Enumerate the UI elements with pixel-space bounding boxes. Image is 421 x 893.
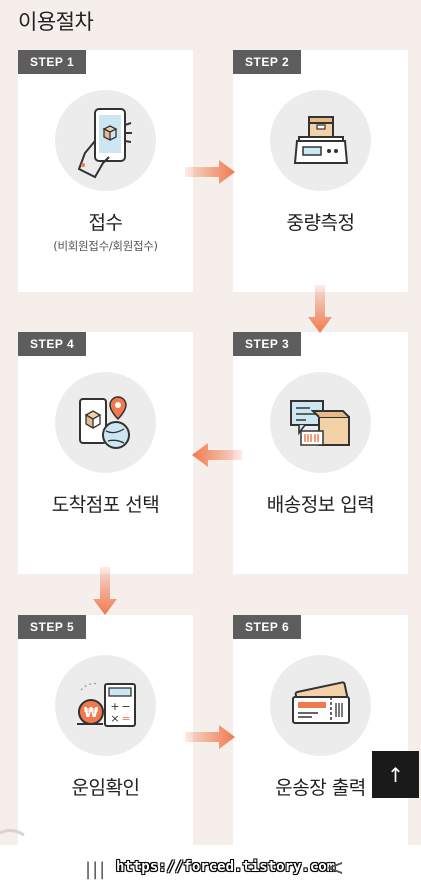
step-title: 운송장 출력 — [275, 777, 366, 799]
step-title: 중량측정 — [286, 212, 355, 234]
step-title: 운임확인 — [71, 777, 140, 799]
step-2-card[interactable]: STEP 2 중량측정 — [233, 50, 408, 292]
waybill-ticket-icon — [270, 655, 371, 756]
arrow-up-icon: ↑ — [387, 762, 404, 787]
scroll-to-top-button[interactable]: ↑ — [372, 751, 419, 798]
step-badge: STEP 2 — [233, 50, 302, 74]
phone-hand-icon — [55, 90, 156, 191]
step-badge: STEP 4 — [18, 332, 87, 356]
step-4-card[interactable]: STEP 4 도착점포 선택 — [18, 332, 193, 574]
svg-text:₩: ₩ — [83, 706, 98, 721]
arrow-down-icon — [93, 567, 117, 615]
svg-text:+: + — [110, 700, 119, 713]
svg-text:−: − — [121, 700, 130, 713]
arrow-left-icon — [192, 443, 242, 467]
step-6-card[interactable]: STEP 6 운송장 출력 — [233, 615, 408, 857]
step-title: 접수 — [88, 212, 123, 234]
fare-calculator-icon: ₩ + − × = — [55, 655, 156, 756]
delivery-info-icon — [270, 372, 371, 473]
arrow-right-icon — [185, 160, 235, 184]
scale-icon — [270, 90, 371, 191]
arrow-down-icon — [308, 285, 332, 333]
step-subtitle: (비회원접수/회원접수) — [53, 239, 158, 253]
step-title: 도착점포 선택 — [51, 494, 160, 516]
step-badge: STEP 5 — [18, 615, 87, 639]
back-button[interactable]: < — [326, 856, 345, 881]
step-5-card[interactable]: STEP 5 ₩ + − × = 운임확인 — [18, 615, 193, 857]
step-3-card[interactable]: STEP 3 배송정보 입력 — [233, 332, 408, 574]
svg-text:×: × — [110, 712, 119, 725]
step-badge: STEP 3 — [233, 332, 302, 356]
bottom-navigation-bar: ||| https://forced.tistory.com < — [0, 845, 421, 893]
step-1-card[interactable]: STEP 1 접수 (비회원접수/회원접수) — [18, 50, 193, 292]
step-badge: STEP 1 — [18, 50, 87, 74]
step-badge: STEP 6 — [233, 615, 302, 639]
watermark: https://forced.tistory.com — [116, 859, 336, 875]
arrow-right-icon — [185, 725, 235, 749]
svg-text:=: = — [121, 712, 130, 725]
decorative-swoosh — [0, 828, 25, 837]
recent-apps-button[interactable]: ||| — [85, 859, 107, 880]
step-title: 배송정보 입력 — [266, 494, 375, 516]
store-location-icon — [55, 372, 156, 473]
page-title: 이용절차 — [18, 10, 94, 34]
